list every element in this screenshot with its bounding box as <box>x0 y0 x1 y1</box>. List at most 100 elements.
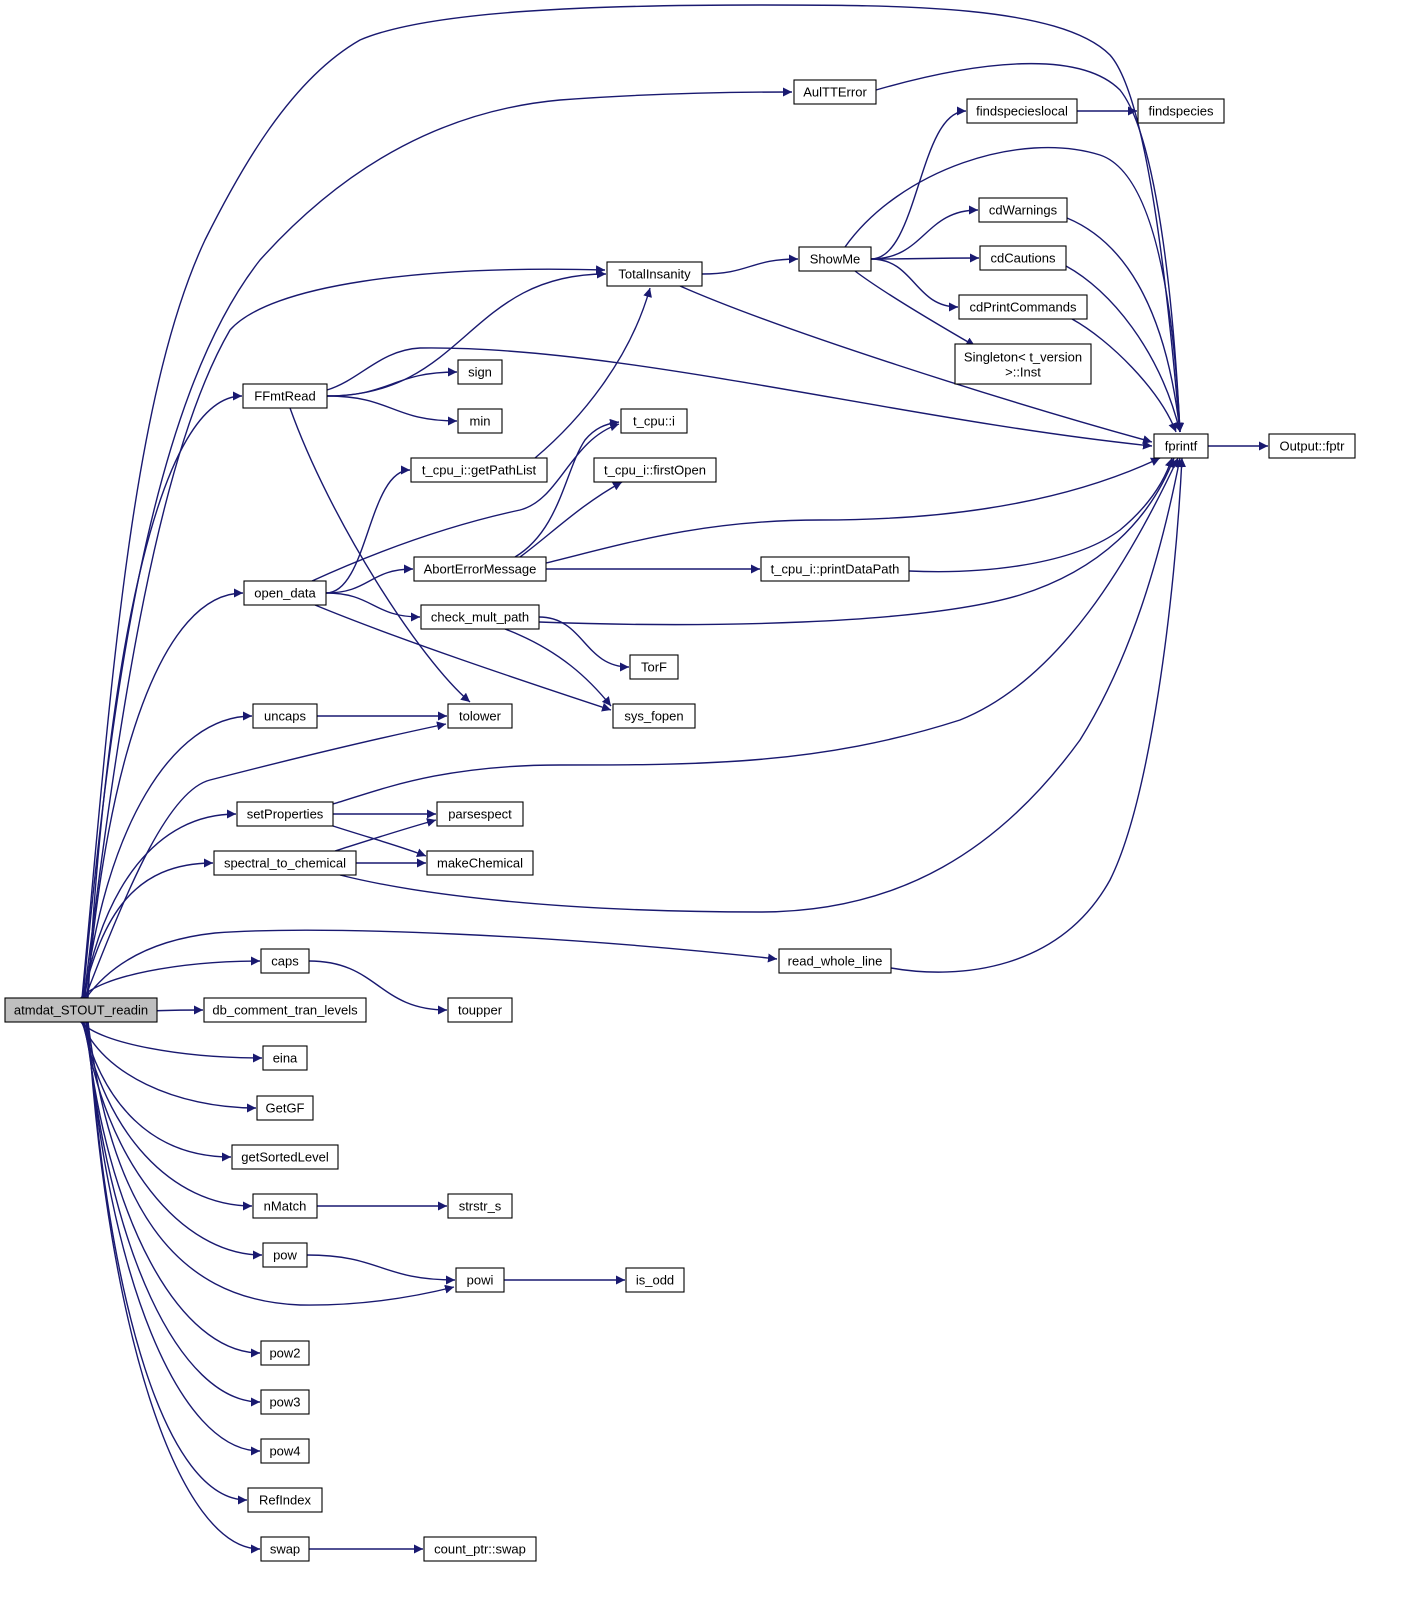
node-nMatch[interactable]: nMatch <box>252 1193 318 1219</box>
node-printDataPath[interactable]: t_cpu_i::printDataPath <box>760 556 910 582</box>
node-label: Singleton< t_version <box>964 350 1082 365</box>
node-box <box>625 1267 685 1293</box>
node-box <box>629 654 679 680</box>
node-parsespect[interactable]: parsespect <box>436 801 524 827</box>
node-GetGF[interactable]: GetGF <box>256 1095 314 1121</box>
edge-check_mult_path-to-fprintf <box>538 457 1175 626</box>
node-box <box>256 1095 314 1121</box>
node-label: t_cpu_i::firstOpen <box>604 463 706 478</box>
node-ShowMe[interactable]: ShowMe <box>798 246 872 272</box>
edge-atmdat_STOUT_readin-to-pow <box>83 1021 263 1260</box>
node-box <box>606 261 703 287</box>
node-label: Output::fptr <box>1279 439 1345 454</box>
edge-TotalInsanity-to-ShowMe <box>701 254 799 275</box>
edge-ShowMe-to-cdPrintCommands <box>870 258 959 312</box>
node-is_odd[interactable]: is_odd <box>625 1267 685 1293</box>
node-label: ShowMe <box>810 252 861 267</box>
node-label: makeChemical <box>437 856 523 871</box>
node-open_data[interactable]: open_data <box>243 580 327 606</box>
edge-atmdat_STOUT_readin-to-eina <box>80 1021 263 1063</box>
edge-atmdat_STOUT_readin-to-open_data <box>86 588 244 999</box>
node-label: fprintf <box>1165 439 1198 454</box>
node-box <box>457 359 503 385</box>
node-pow2[interactable]: pow2 <box>260 1340 310 1366</box>
node-label: uncaps <box>264 709 306 724</box>
node-box <box>979 245 1067 271</box>
node-toupper[interactable]: toupper <box>447 997 513 1023</box>
node-label: >::Inst <box>1005 365 1041 380</box>
node-box <box>262 1242 308 1268</box>
node-caps[interactable]: caps <box>260 948 310 974</box>
edge-AbortErrorMessage-to-firstOpen <box>519 481 623 558</box>
node-box <box>260 1389 310 1415</box>
node-Output_fptr[interactable]: Output::fptr <box>1268 433 1356 459</box>
node-powi[interactable]: powi <box>455 1267 505 1293</box>
node-pow[interactable]: pow <box>262 1242 308 1268</box>
node-AbortErrorMessage[interactable]: AbortErrorMessage <box>413 556 547 582</box>
node-check_mult_path[interactable]: check_mult_path <box>420 604 540 630</box>
node-label: pow3 <box>269 1395 300 1410</box>
node-getPathList[interactable]: t_cpu_i::getPathList <box>410 457 548 483</box>
node-atmdat_STOUT_readin[interactable]: atmdat_STOUT_readin <box>4 997 158 1023</box>
node-box <box>798 246 872 272</box>
node-pow4[interactable]: pow4 <box>260 1438 310 1464</box>
edge-read_whole_line-to-fprintf <box>890 457 1187 973</box>
node-label: is_odd <box>636 1273 674 1288</box>
node-box <box>213 850 357 876</box>
node-box <box>260 1438 310 1464</box>
edge-atmdat_STOUT_readin-to-read_whole_line <box>85 929 778 999</box>
edge-atmdat_STOUT_readin-to-pow2 <box>85 1021 261 1358</box>
node-box <box>958 294 1088 320</box>
node-cdCautions[interactable]: cdCautions <box>979 245 1067 271</box>
node-pow3[interactable]: pow3 <box>260 1389 310 1415</box>
edge-ShowMe-to-cdWarnings <box>870 205 979 260</box>
node-cdWarnings[interactable]: cdWarnings <box>978 197 1068 223</box>
node-findspecieslocal[interactable]: findspecieslocal <box>966 98 1078 124</box>
edge-TotalInsanity-to-fprintf <box>679 285 1153 444</box>
node-setProperties[interactable]: setProperties <box>236 801 334 827</box>
node-findspecies[interactable]: findspecies <box>1137 98 1225 124</box>
node-makeChemical[interactable]: makeChemical <box>426 850 534 876</box>
node-label: findspecies <box>1148 104 1214 119</box>
node-label: sign <box>468 365 492 380</box>
edge-getPathList-to-TotalInsanity <box>534 287 652 459</box>
node-fprintf[interactable]: fprintf <box>1153 433 1209 459</box>
node-Singleton[interactable]: Singleton< t_version>::Inst <box>954 343 1092 385</box>
node-FFmtRead[interactable]: FFmtRead <box>242 383 328 409</box>
node-t_cpu_i[interactable]: t_cpu::i <box>620 408 688 434</box>
node-box <box>447 997 513 1023</box>
node-min[interactable]: min <box>457 408 503 434</box>
node-box <box>1153 433 1209 459</box>
edge-open_data-to-sys_fopen <box>314 604 612 712</box>
node-TorF[interactable]: TorF <box>629 654 679 680</box>
edge-cdCautions-to-fprintf <box>1065 265 1183 433</box>
edge-atmdat_STOUT_readin-to-caps <box>80 956 261 999</box>
node-label: cdPrintCommands <box>970 300 1077 315</box>
node-getSortedLevel[interactable]: getSortedLevel <box>231 1144 339 1170</box>
node-box <box>260 948 310 974</box>
node-tolower[interactable]: tolower <box>447 703 513 729</box>
node-RefIndex[interactable]: RefIndex <box>247 1487 323 1513</box>
node-label: getSortedLevel <box>241 1150 329 1165</box>
node-AulTTError[interactable]: AulTTError <box>793 79 877 105</box>
node-count_ptr_swap[interactable]: count_ptr::swap <box>423 1536 537 1562</box>
node-sys_fopen[interactable]: sys_fopen <box>612 703 696 729</box>
edge-cdPrintCommands-to-fprintf <box>1071 318 1177 433</box>
node-uncaps[interactable]: uncaps <box>252 703 318 729</box>
node-swap[interactable]: swap <box>260 1536 310 1562</box>
edge-atmdat_STOUT_readin-to-nMatch <box>82 1021 253 1211</box>
node-eina[interactable]: eina <box>262 1045 308 1071</box>
edge-FFmtRead-to-min <box>326 395 458 426</box>
node-firstOpen[interactable]: t_cpu_i::firstOpen <box>593 457 717 483</box>
node-db_comment_tran_levels[interactable]: db_comment_tran_levels <box>203 997 367 1023</box>
node-read_whole_line[interactable]: read_whole_line <box>778 948 892 974</box>
node-TotalInsanity[interactable]: TotalInsanity <box>606 261 703 287</box>
node-box <box>247 1487 323 1513</box>
node-box <box>612 703 696 729</box>
node-sign[interactable]: sign <box>457 359 503 385</box>
node-strstr_s[interactable]: strstr_s <box>447 1193 513 1219</box>
node-box <box>760 556 910 582</box>
node-spectral_to_chemical[interactable]: spectral_to_chemical <box>213 850 357 876</box>
node-cdPrintCommands[interactable]: cdPrintCommands <box>958 294 1088 320</box>
edge-setProperties-to-makeChemical <box>332 825 427 857</box>
